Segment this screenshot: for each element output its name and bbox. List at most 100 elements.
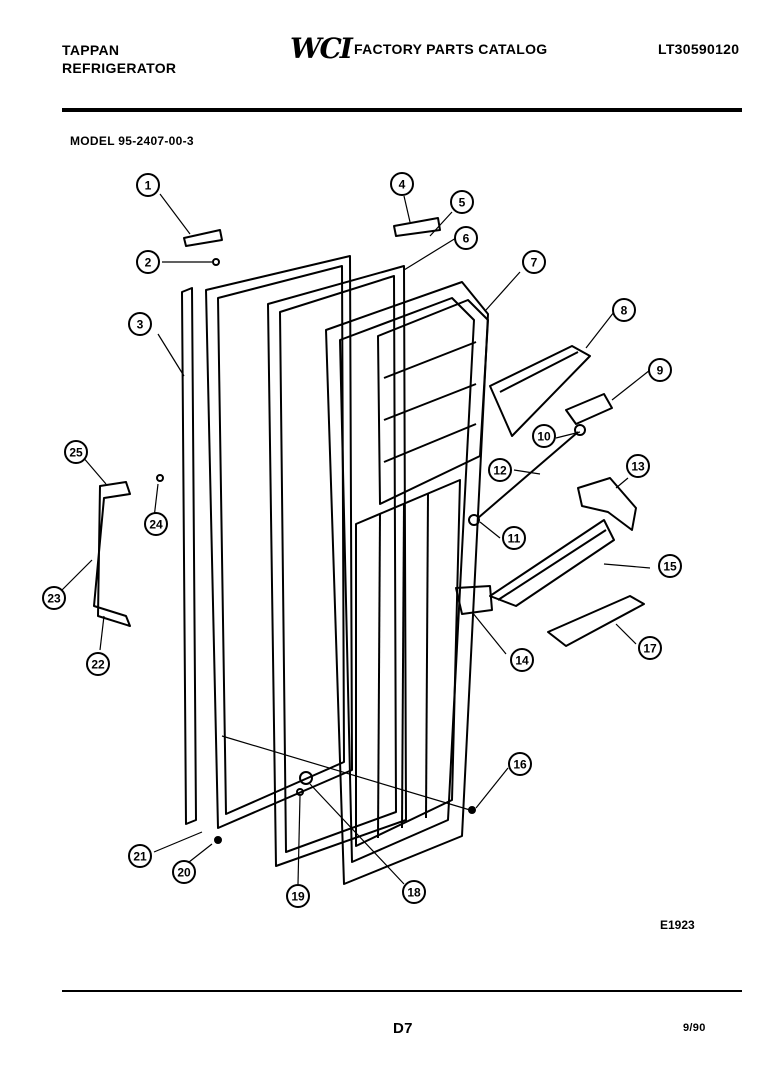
print-date: 9/90 — [683, 1022, 706, 1034]
callout-8: 8 — [612, 298, 636, 322]
callout-number: 7 — [531, 256, 538, 270]
footer-rule — [62, 990, 742, 992]
door-outer-panel-inner — [217, 265, 345, 815]
callout-5: 5 — [450, 190, 474, 214]
callout-number: 22 — [91, 658, 105, 672]
callout-number: 21 — [133, 850, 147, 864]
screw-20 — [214, 836, 222, 844]
callout-circle — [488, 458, 512, 482]
liner-lower-section — [355, 479, 461, 847]
callout-23: 23 — [42, 586, 66, 610]
callout-circle — [86, 652, 110, 676]
brand-name: TAPPAN — [62, 42, 120, 58]
door-gasket-strip — [181, 287, 197, 825]
callout-number: 18 — [407, 886, 421, 900]
screw-24 — [156, 474, 164, 482]
callout-circle — [128, 312, 152, 336]
callout-20: 20 — [172, 860, 196, 884]
callout-number: 5 — [459, 196, 466, 210]
header-rule — [62, 108, 742, 112]
door-liner — [325, 281, 489, 885]
egg-tray — [547, 595, 645, 647]
callout-11: 11 — [502, 526, 526, 550]
callout-12: 12 — [488, 458, 512, 482]
callout-circle — [286, 884, 310, 908]
callout-number: 25 — [69, 446, 83, 460]
callout-number: 11 — [508, 532, 521, 546]
callout-1: 1 — [136, 173, 160, 197]
shelf-rod — [477, 431, 579, 519]
callout-circle — [626, 454, 650, 478]
callout-14: 14 — [510, 648, 534, 672]
callout-circle — [658, 554, 682, 578]
callout-circle — [522, 250, 546, 274]
door-outer-panel — [205, 255, 353, 829]
callout-2: 2 — [136, 250, 160, 274]
callout-number: 10 — [537, 430, 551, 444]
model-number: MODEL 95-2407-00-3 — [70, 134, 194, 148]
callout-15: 15 — [658, 554, 682, 578]
screw-16 — [468, 806, 476, 814]
callout-18: 18 — [402, 880, 426, 904]
callout-circle — [144, 512, 168, 536]
butter-tray — [565, 393, 613, 425]
callout-number: 2 — [145, 256, 152, 270]
callout-3: 3 — [128, 312, 152, 336]
callout-circle — [508, 752, 532, 776]
door-handle — [93, 481, 131, 627]
door-liner-inner — [339, 297, 475, 863]
shelf-hinge-bracket — [455, 585, 493, 615]
callout-circle — [510, 648, 534, 672]
callout-circle — [136, 173, 160, 197]
callout-number: 23 — [47, 592, 61, 606]
catalog-title: FACTORY PARTS CATALOG — [354, 41, 548, 57]
door-breaker-frame-inner — [279, 275, 397, 853]
callout-number: 8 — [621, 304, 628, 318]
dairy-compartment-door — [489, 345, 591, 437]
callout-circle — [390, 172, 414, 196]
wci-logo: WCI — [290, 32, 354, 65]
door-shelf — [489, 519, 615, 607]
callout-circle — [532, 424, 556, 448]
callout-circle — [454, 226, 478, 250]
callout-number: 24 — [149, 518, 163, 532]
callout-7: 7 — [522, 250, 546, 274]
screw-19 — [296, 788, 304, 796]
callout-circle — [172, 860, 196, 884]
callout-19: 19 — [286, 884, 310, 908]
callout-circle — [648, 358, 672, 382]
screw-2 — [212, 258, 220, 266]
callout-number: 12 — [493, 464, 507, 478]
callout-number: 16 — [513, 758, 527, 772]
callout-circle — [42, 586, 66, 610]
callout-number: 17 — [643, 642, 657, 656]
callout-number: 9 — [657, 364, 664, 378]
callout-13: 13 — [626, 454, 650, 478]
callout-circle — [128, 844, 152, 868]
callout-circle — [502, 526, 526, 550]
shelf-bracket — [577, 477, 637, 531]
callout-17: 17 — [638, 636, 662, 660]
callout-24: 24 — [144, 512, 168, 536]
callout-10: 10 — [532, 424, 556, 448]
callout-number: 6 — [463, 232, 470, 246]
liner-shelf-block — [377, 299, 489, 505]
callout-number: 13 — [631, 460, 645, 474]
product-name: REFRIGERATOR — [62, 60, 177, 76]
catalog-number: LT30590120 — [658, 41, 740, 57]
callout-number: 14 — [515, 654, 529, 668]
callout-number: 4 — [399, 178, 406, 192]
door-breaker-frame — [267, 265, 407, 867]
callout-6: 6 — [454, 226, 478, 250]
callout-circle — [136, 250, 160, 274]
callout-16: 16 — [508, 752, 532, 776]
page-number: D7 — [393, 1020, 413, 1037]
callout-circle — [64, 440, 88, 464]
hinge-cover-top — [183, 229, 223, 247]
callout-circle — [450, 190, 474, 214]
callout-21: 21 — [128, 844, 152, 868]
callout-25: 25 — [64, 440, 88, 464]
callout-circle — [638, 636, 662, 660]
